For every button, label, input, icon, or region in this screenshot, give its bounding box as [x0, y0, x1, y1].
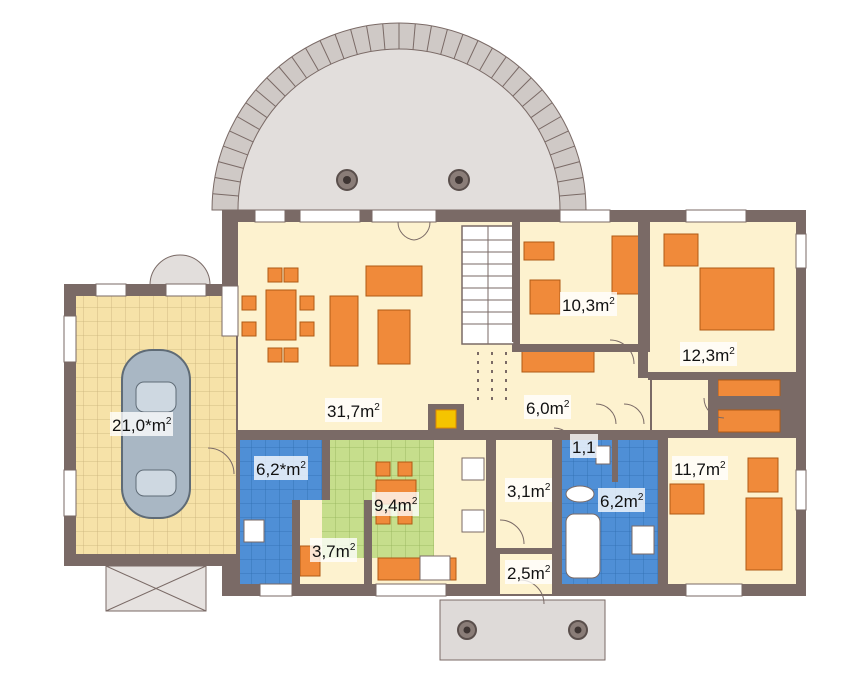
- area-unit: m: [595, 296, 610, 315]
- terrace-semicircle: [211, 22, 587, 211]
- area-exponent: 2: [349, 542, 356, 553]
- area-exponent: 2: [300, 460, 306, 471]
- area-exponent: 2: [374, 402, 380, 413]
- terrace-step: [426, 25, 432, 52]
- area-value: 6,2: [600, 492, 624, 511]
- terrace-step: [350, 29, 358, 55]
- terrace-step: [490, 56, 507, 79]
- terrace-step: [522, 89, 543, 107]
- partitions: [238, 222, 796, 590]
- area-exponent: 2: [165, 416, 172, 427]
- area-value: 21,0*: [112, 416, 152, 435]
- terrace-step: [366, 25, 372, 52]
- living-furniture: [241, 233, 783, 581]
- terrace-step: [334, 34, 345, 59]
- area-unit: m: [530, 564, 545, 583]
- room-label-bedroom-small: 10,3m2: [560, 292, 617, 316]
- area-exponent: 2: [637, 492, 644, 503]
- area-value: 9,4: [374, 496, 398, 515]
- area-exponent: 2: [720, 460, 726, 471]
- area-exponent: 2: [544, 482, 551, 493]
- terrace-step: [559, 193, 586, 197]
- terrace-step: [236, 116, 260, 130]
- room-label-bedroom-third: 11,7m2: [672, 456, 728, 480]
- terrace-step: [557, 177, 584, 183]
- terrace-step: [218, 161, 244, 169]
- terrace-step: [245, 102, 268, 119]
- area-value: 31,7: [327, 402, 361, 421]
- area-unit: m: [549, 399, 564, 418]
- terrace-step: [255, 89, 276, 107]
- room-label-dining-kitchen: 9,4m2: [372, 492, 420, 516]
- area-unit: m: [623, 492, 638, 511]
- windows: [63, 209, 807, 597]
- terrace-step: [550, 145, 575, 156]
- room-label-utility: 6,2*m2: [254, 456, 308, 480]
- area-value: 11,7: [674, 460, 706, 479]
- area-value: 3,7: [312, 542, 336, 561]
- terrace-step: [554, 161, 580, 169]
- terrace-step: [291, 56, 308, 79]
- area-exponent: 2: [609, 296, 615, 307]
- terrace-step: [223, 145, 248, 156]
- terrace-step: [453, 34, 464, 59]
- area-value: 3,1: [507, 482, 531, 501]
- area-exponent: 2: [411, 496, 418, 507]
- area-unit: m: [397, 496, 412, 515]
- room-label-bathroom: 6,2m2: [598, 488, 646, 512]
- garage-round-window: [149, 254, 211, 286]
- terrace-step: [214, 177, 241, 183]
- area-unit: m: [360, 402, 375, 421]
- terrace-step: [278, 66, 296, 87]
- area-value: 10,3: [562, 296, 596, 315]
- terrace-step: [382, 23, 386, 50]
- fireplace-fire-icon: [435, 409, 457, 429]
- terrace-step: [305, 47, 319, 71]
- terrace-step: [229, 130, 254, 143]
- area-unit: m: [705, 460, 720, 479]
- area-unit: m: [530, 482, 545, 501]
- area-unit: m: [151, 416, 166, 435]
- terrace-step: [538, 116, 562, 130]
- room-label-living-room: 31,7m2: [325, 398, 382, 422]
- terrace-step: [319, 40, 332, 65]
- area-value: 1,1: [572, 438, 596, 457]
- area-value: 12,3: [682, 346, 716, 365]
- area-exponent: 2: [729, 346, 735, 357]
- area-exponent: 2: [563, 399, 570, 410]
- terrace-step: [544, 130, 569, 143]
- area-value: 6,2*: [256, 460, 287, 479]
- room-label-hall: 6,0m2: [524, 395, 572, 419]
- area-unit: m: [715, 346, 730, 365]
- area-value: 2,5: [507, 564, 531, 583]
- terrace-step: [266, 77, 286, 97]
- terrace-step: [440, 29, 448, 55]
- area-unit: m: [286, 460, 301, 479]
- room-label-vestibule: 2,5m2: [505, 560, 553, 584]
- terrace-step: [479, 47, 493, 71]
- terrace-step: [502, 66, 520, 87]
- room-label-pantry: 3,7m2: [310, 538, 358, 562]
- room-label-garage: 21,0*m2: [110, 412, 174, 436]
- room-label-corridor: 3,1m2: [505, 478, 553, 502]
- terrace-step: [466, 40, 479, 65]
- room-label-bedroom-main: 12,3m2: [680, 342, 737, 366]
- staircase: [461, 225, 515, 400]
- area-exponent: 2: [544, 564, 551, 575]
- terrace-step: [530, 102, 553, 119]
- terrace-step: [212, 193, 239, 197]
- terrace-step: [412, 23, 416, 50]
- area-value: 6,0: [526, 399, 550, 418]
- bath-fixtures: [243, 445, 655, 581]
- area-unit: m: [335, 542, 350, 561]
- terrace-step: [512, 77, 532, 97]
- room-label-wc: 1,1: [570, 434, 598, 458]
